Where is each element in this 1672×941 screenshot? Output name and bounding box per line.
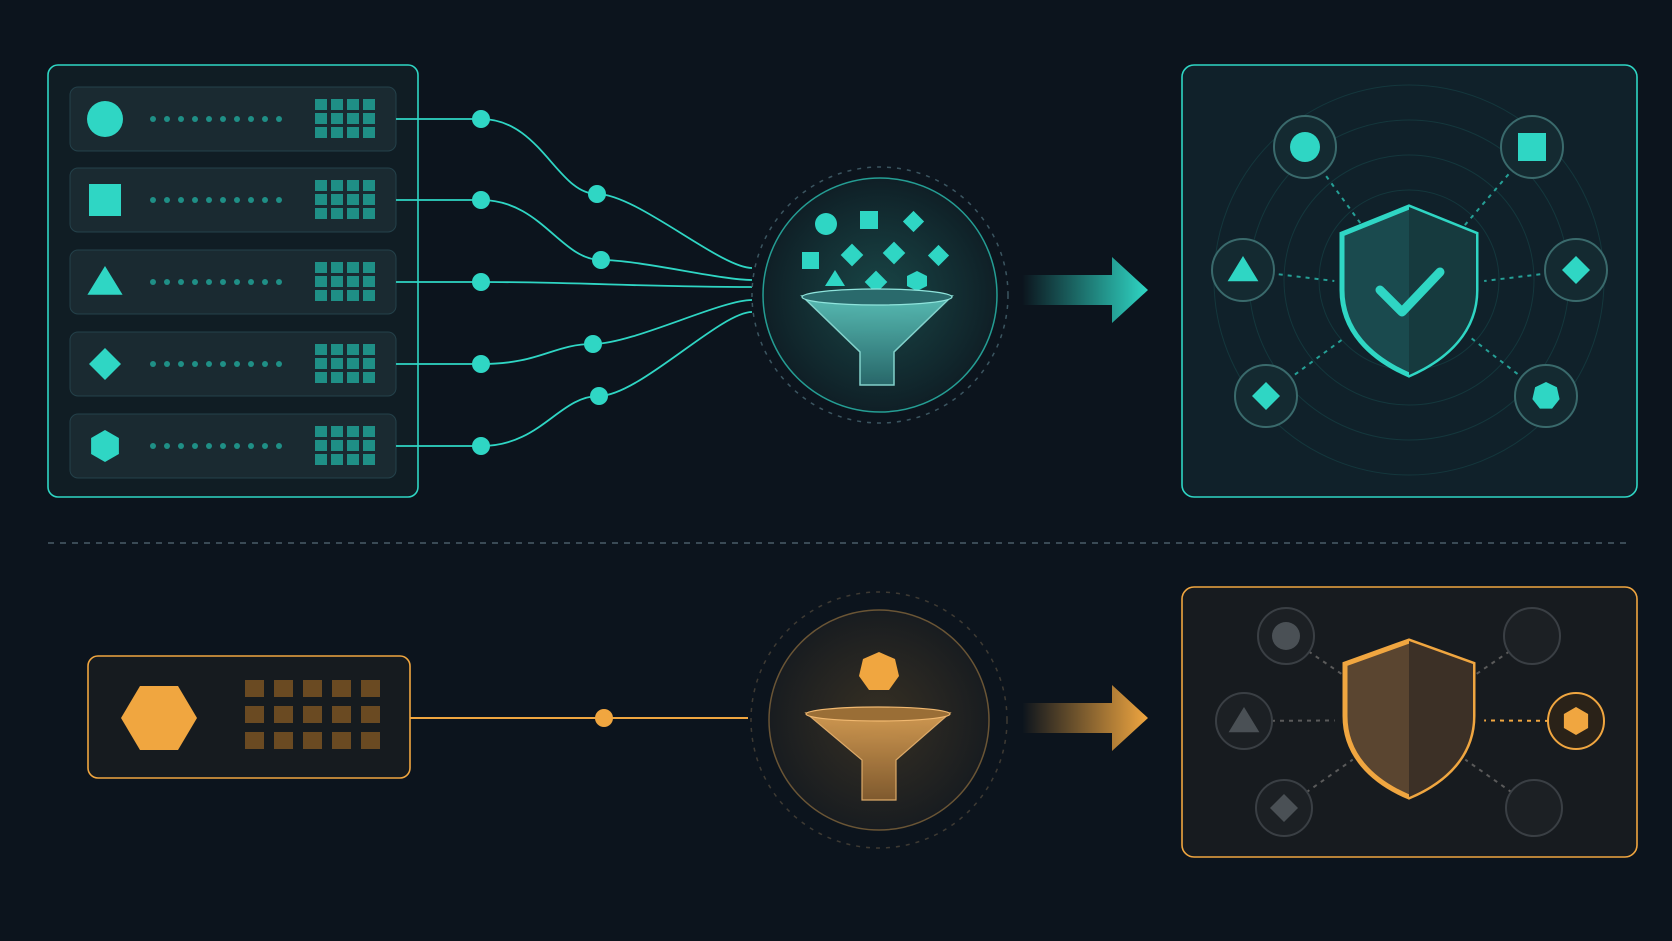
hexagon-icon — [91, 430, 119, 462]
source-row — [69, 249, 397, 315]
satellite-link — [1470, 336, 1547, 397]
circle-icon — [1290, 132, 1320, 162]
data-grid-icon — [315, 180, 375, 219]
connector-node — [584, 335, 602, 353]
diamond-icon — [1252, 382, 1280, 410]
dotted-line — [150, 361, 282, 367]
satellite-link — [1243, 719, 1335, 722]
data-grid-icon — [315, 99, 375, 138]
connector-node — [588, 185, 606, 203]
source-row — [69, 167, 397, 233]
satellite-link — [1484, 719, 1577, 722]
filter-ring-outer — [751, 166, 1009, 424]
connector-node — [472, 110, 490, 128]
source-row — [69, 413, 397, 479]
arrow-right-icon — [1022, 257, 1148, 323]
connector-node — [595, 709, 613, 727]
circle-icon — [87, 101, 123, 137]
connector-curve — [480, 199, 753, 281]
satellite-nodes — [1211, 115, 1608, 428]
hexagon-icon — [1563, 707, 1589, 735]
data-grid-icon — [245, 680, 380, 749]
satellite-nodes-amber — [1215, 607, 1605, 837]
connector-curve — [480, 118, 753, 269]
satellite-link — [1242, 269, 1335, 282]
diamond-icon — [1562, 256, 1590, 284]
dotted-line — [150, 279, 282, 285]
square-icon — [1518, 133, 1546, 161]
hexagon-icon — [121, 686, 197, 750]
connector-node — [472, 437, 490, 455]
source-row — [69, 86, 397, 152]
funnel-icon — [804, 652, 952, 801]
connector-node — [590, 387, 608, 405]
connector-node — [472, 273, 490, 291]
triangle-icon — [1228, 707, 1260, 733]
pentagon-icon — [1532, 382, 1560, 409]
source-rows — [69, 86, 397, 479]
filter-ring-outer-amber — [750, 591, 1008, 849]
diamond-icon — [89, 348, 121, 380]
diamond-icon — [1270, 794, 1298, 822]
triangle-icon — [1227, 256, 1259, 282]
shield-icon — [1342, 638, 1476, 800]
connector-curve — [480, 311, 753, 447]
connector-node — [472, 355, 490, 373]
source-row — [69, 331, 397, 397]
merge-connectors — [396, 110, 753, 455]
arrow-right-icon — [1022, 685, 1148, 751]
triangle-icon — [87, 266, 123, 295]
square-icon — [89, 184, 121, 216]
connector-curve — [480, 281, 753, 288]
data-grid-icon — [315, 262, 375, 301]
dotted-line — [150, 443, 282, 449]
data-grid-icon — [315, 344, 375, 383]
funnel-icon — [800, 210, 954, 386]
satellite-link — [1304, 146, 1364, 227]
satellite-node — [1505, 779, 1563, 837]
data-grid-icon — [315, 426, 375, 465]
satellite-link — [1265, 336, 1346, 397]
circle-icon — [1272, 622, 1300, 650]
connector-node — [592, 251, 610, 269]
shield-check-icon — [1339, 204, 1479, 378]
satellite-link — [1484, 269, 1577, 282]
dotted-line — [150, 197, 282, 203]
connector-curve — [480, 299, 753, 365]
connector-node — [472, 191, 490, 209]
satellite-node — [1503, 607, 1561, 665]
dotted-line — [150, 116, 282, 122]
